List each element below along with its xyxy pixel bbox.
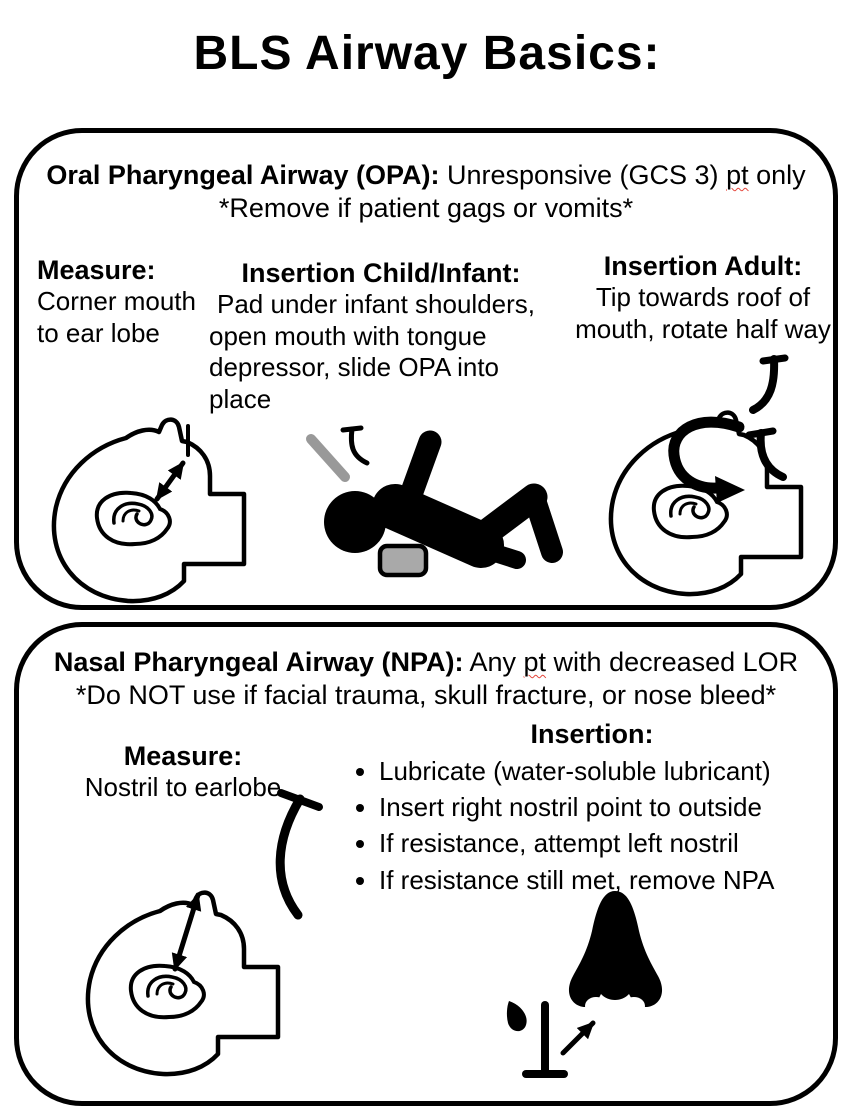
npa-heading: Nasal Pharyngeal Airway (NPA): Any pt wi…	[19, 647, 833, 679]
page-title: BLS Airway Basics:	[193, 27, 661, 80]
shoulder-pad-icon	[377, 543, 429, 578]
npa-heading-text: Any	[463, 647, 524, 677]
npa-bullet: If resistance still met, remove NPA	[379, 865, 835, 896]
opa-heading-pt-misspelling: pt	[726, 160, 749, 190]
npa-card: Nasal Pharyngeal Airway (NPA): Any pt wi…	[14, 622, 838, 1106]
lubricant-drop-icon	[506, 1001, 527, 1032]
insertion-arrow-icon	[560, 1020, 596, 1056]
opa-child-text: Pad under infant shoulders, open mouth w…	[209, 289, 535, 415]
npa-bullet: Lubricate (water-soluble lubricant)	[379, 756, 835, 787]
npa-measure-label: Measure:	[123, 741, 243, 771]
opa-adult-head-icon	[577, 354, 854, 633]
opa-device-icon	[340, 425, 370, 466]
npa-warning: *Do NOT use if facial trauma, skull frac…	[75, 680, 777, 710]
npa-heading-term: Nasal Pharyngeal Airway (NPA):	[53, 647, 464, 677]
npa-bullet: If resistance, attempt left nostril	[379, 828, 835, 859]
measure-arrow-icon	[154, 460, 186, 502]
measure-arrow-icon	[171, 892, 202, 972]
opa-heading-text-tail: only	[748, 160, 806, 190]
npa-insertion-column: Insertion: Lubricate (water-soluble lubr…	[349, 719, 835, 901]
opa-measure-head-icon	[33, 399, 265, 614]
npa-measure-column: Measure: Nostril to earlobe	[55, 741, 311, 804]
opa-heading: Oral Pharyngeal Airway (OPA): Unresponsi…	[19, 160, 833, 192]
npa-nose-illustration	[506, 891, 663, 1078]
opa-infant-illustration	[306, 425, 563, 578]
opa-measure-label: Measure:	[37, 255, 156, 285]
npa-insertion-label: Insertion:	[530, 719, 654, 749]
opa-in-mouth-icon	[745, 427, 787, 481]
opa-warning: *Remove if patient gags or vomits*	[218, 193, 634, 223]
npa-device-icon	[275, 789, 323, 920]
npa-heading-pt-misspelling: pt	[523, 647, 547, 677]
opa-heading-text: Unresponsive (GCS 3)	[439, 160, 727, 190]
nose-icon	[568, 891, 663, 1015]
opa-card: Oral Pharyngeal Airway (OPA): Unresponsi…	[14, 128, 838, 610]
tongue-depressor-icon	[306, 434, 350, 482]
npa-tube-icon	[522, 1001, 568, 1078]
opa-measure-text: Corner mouth to ear lobe	[37, 286, 196, 348]
infant-silhouette-icon	[324, 430, 563, 569]
npa-measure-head-icon	[67, 857, 299, 1087]
opa-adult-column: Insertion Adult: Tip towards roof of mou…	[567, 251, 839, 345]
npa-heading-text-tail: with decreased LOR	[546, 647, 799, 677]
opa-adult-text: Tip towards roof of mouth, rotate half w…	[575, 282, 831, 344]
opa-floating-icon	[749, 354, 789, 414]
opa-adult-label: Insertion Adult:	[603, 251, 803, 281]
opa-child-label: Insertion Child/Infant:	[241, 258, 521, 288]
rotation-arrow-icon	[668, 416, 745, 503]
npa-bullet: Insert right nostril point to outside	[379, 792, 835, 823]
npa-insertion-list: Lubricate (water-soluble lubricant) Inse…	[349, 756, 835, 896]
opa-child-column: Insertion Child/Infant: Pad under infant…	[209, 258, 553, 416]
opa-measure-column: Measure: Corner mouth to ear lobe	[37, 255, 209, 349]
npa-measure-text: Nostril to earlobe	[84, 772, 282, 802]
opa-heading-term: Oral Pharyngeal Airway (OPA):	[46, 160, 440, 190]
